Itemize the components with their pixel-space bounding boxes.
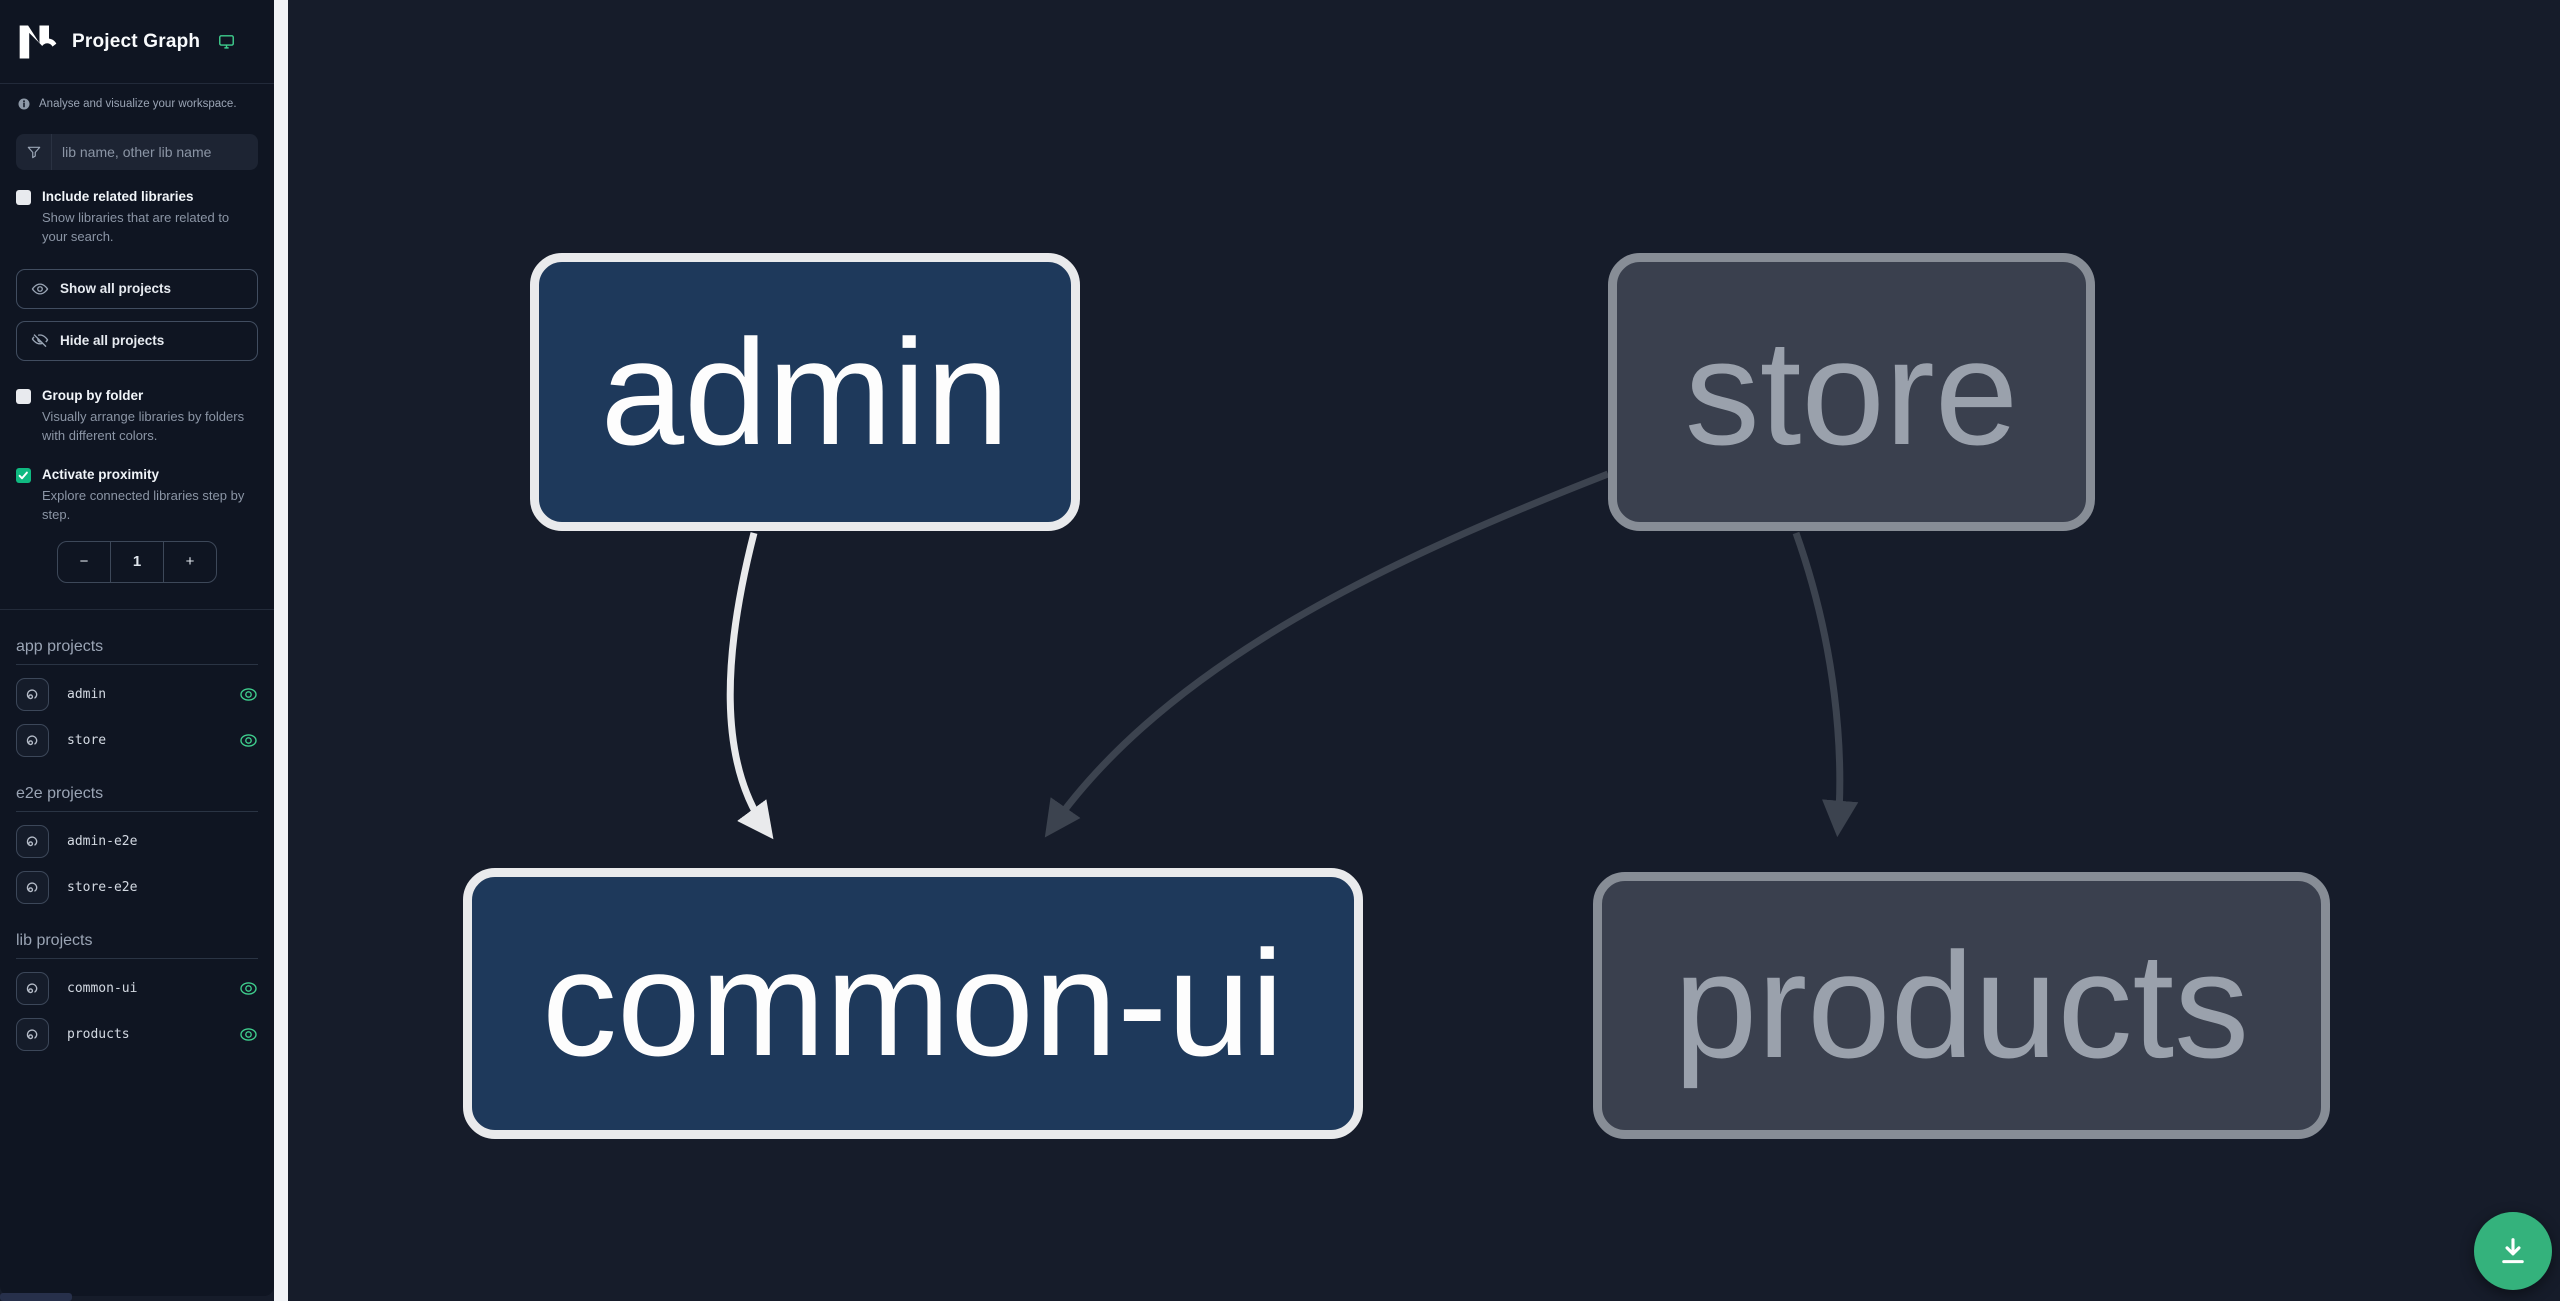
project-name: admin (67, 686, 107, 702)
project-item-products: products (16, 1017, 258, 1051)
proximity-increment-button[interactable]: + (164, 542, 216, 582)
workspace-subtitle-row: Analyse and visualize your workspace. (0, 84, 274, 120)
search-input[interactable] (52, 134, 258, 170)
workspace-subtitle: Analyse and visualize your workspace. (39, 98, 237, 110)
eye-icon[interactable] (239, 685, 258, 704)
section-title: app projects (16, 610, 258, 665)
section-e2e-projects: e2e projects admin-e2e store-e2e (0, 757, 274, 904)
eye-icon (31, 283, 49, 295)
sidebar: Project Graph Analyse and visualize your… (0, 0, 274, 1296)
section-lib-projects: lib projects common-ui (0, 904, 274, 1051)
activate-proximity-label: Activate proximity (42, 466, 160, 482)
focus-button[interactable] (16, 1017, 49, 1051)
proximity-decrement-button[interactable]: − (58, 542, 110, 582)
section-title: e2e projects (16, 757, 258, 812)
project-name: products (67, 1026, 130, 1042)
project-item-store-e2e: store-e2e (16, 870, 258, 904)
group-by-folder-label: Group by folder (42, 387, 144, 403)
graph-node-store[interactable]: store (1608, 253, 2095, 531)
eye-icon[interactable] (239, 1025, 258, 1044)
node-label: products (1673, 921, 2250, 1089)
proximity-stepper: − 1 + (57, 540, 217, 583)
show-all-projects-button[interactable]: Show all projects (16, 268, 258, 309)
search-box (16, 134, 258, 170)
focus-button[interactable] (16, 677, 49, 711)
include-related-checkbox-row[interactable]: Include related libraries Show libraries… (0, 170, 274, 247)
download-icon (2502, 1238, 2524, 1264)
info-icon (18, 98, 30, 110)
edge-store-to-common-ui[interactable] (1044, 470, 1610, 838)
include-related-description: Show libraries that are related to your … (42, 210, 230, 245)
include-related-label: Include related libraries (42, 189, 194, 204)
graph-node-admin[interactable]: admin (530, 253, 1080, 531)
checkmark-icon (18, 471, 28, 480)
project-name: admin-e2e (67, 833, 138, 849)
hide-all-projects-label: Hide all projects (60, 333, 165, 349)
brand-header: Project Graph (0, 0, 274, 84)
group-by-folder-checkbox[interactable] (16, 388, 31, 404)
proximity-value: 1 (110, 541, 164, 582)
focus-button[interactable] (16, 723, 49, 757)
project-graph-canvas[interactable]: admin store common-ui products (288, 0, 2560, 1301)
sidebar-canvas-divider (274, 0, 288, 1301)
section-title: lib projects (16, 904, 258, 959)
node-label: store (1684, 307, 2019, 476)
activate-proximity-description: Explore connected libraries step by step… (42, 488, 245, 522)
filter-funnel-icon (16, 134, 52, 170)
project-name: common-ui (67, 980, 138, 996)
horizontal-scrollbar-thumb[interactable] (0, 1293, 72, 1301)
nx-logo (19, 25, 57, 58)
node-label: common-ui (542, 919, 1284, 1087)
edges-layer (726, 470, 1859, 840)
section-app-projects: app projects admin (0, 610, 274, 757)
group-by-folder-checkbox-row[interactable]: Group by folder Visually arrange librari… (0, 361, 274, 446)
eye-icon[interactable] (239, 731, 258, 750)
activate-proximity-checkbox-row[interactable]: Activate proximity Explore connected lib… (0, 446, 274, 525)
project-name: store (67, 732, 107, 748)
download-image-button[interactable] (2474, 1212, 2552, 1290)
project-name: store-e2e (67, 879, 138, 895)
project-item-admin: admin (16, 677, 258, 711)
show-all-projects-label: Show all projects (60, 281, 172, 297)
edge-admin-to-common-ui[interactable] (726, 532, 774, 840)
page-title: Project Graph (72, 30, 201, 52)
graph-node-common-ui[interactable]: common-ui (463, 868, 1363, 1139)
hide-all-projects-button[interactable]: Hide all projects (16, 320, 258, 361)
activate-proximity-checkbox[interactable] (16, 467, 31, 483)
focus-button[interactable] (16, 971, 49, 1005)
focus-button[interactable] (16, 824, 49, 858)
eye-off-icon (31, 334, 49, 348)
sidebar-divider (0, 608, 274, 610)
monitor-icon[interactable] (218, 33, 235, 50)
edge-store-to-products[interactable] (1792, 531, 1859, 838)
focus-button[interactable] (16, 870, 49, 904)
project-item-store: store (16, 723, 258, 757)
group-by-folder-description: Visually arrange libraries by folders wi… (42, 409, 245, 443)
project-item-common-ui: common-ui (16, 971, 258, 1005)
eye-icon[interactable] (239, 979, 258, 998)
project-item-admin-e2e: admin-e2e (16, 824, 258, 858)
node-label: admin (600, 307, 1010, 476)
include-related-checkbox[interactable] (16, 190, 31, 205)
graph-node-products[interactable]: products (1593, 872, 2330, 1139)
